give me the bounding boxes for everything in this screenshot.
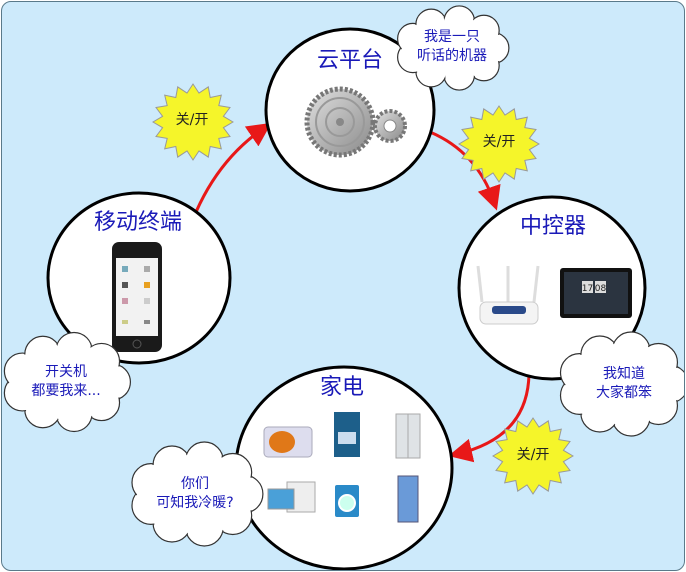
speech-bubble-appliances: 你们可知我冷暖? <box>156 475 233 513</box>
signal-label: 关/开 <box>516 447 550 463</box>
cloud-bubble-shape <box>131 441 264 547</box>
air-conditioner-icon <box>397 475 419 523</box>
bubble-line: 听话的机器 <box>417 48 487 64</box>
stove-icon <box>334 412 360 457</box>
tablet-minute: 08 <box>595 284 607 294</box>
bubble-line: 大家都笨 <box>596 385 652 401</box>
bubble-line: 可知我冷暖? <box>156 495 234 511</box>
gears-icon <box>304 86 407 158</box>
signal-label: 关/开 <box>175 112 209 128</box>
node-title-mobile: 移动终端 <box>93 210 183 235</box>
bubble-line: 都要我来... <box>31 383 101 399</box>
router-icon <box>476 265 540 325</box>
starburst-shape <box>152 83 234 161</box>
arrow-controller-to-appliances <box>448 369 531 463</box>
signal-label: 关/开 <box>482 134 516 150</box>
bubble-line: 我是一只 <box>424 29 480 45</box>
computer-icon <box>267 481 316 513</box>
node-controller <box>457 195 647 381</box>
bubble-line: 我知道 <box>603 366 645 382</box>
smartphone-icon <box>112 242 162 352</box>
washer-icon <box>335 485 359 517</box>
starburst-shape <box>458 105 540 183</box>
cloud-bubble-shape <box>559 331 684 437</box>
bubble-line: 你们 <box>181 476 209 492</box>
fridge-icon <box>395 413 421 459</box>
starburst-shape <box>492 417 574 495</box>
node-title-controller: 中控器 <box>519 214 587 239</box>
node-title-cloud-platform: 云平台 <box>316 48 384 73</box>
cloud-bubble-shape <box>3 331 132 433</box>
bubble-line: 开关机 <box>44 364 87 380</box>
microwave-icon <box>263 426 313 458</box>
speech-bubble-cloud: 我是一只听话的机器 <box>417 28 487 66</box>
speech-bubble-controller: 我知道大家都笨 <box>596 365 652 403</box>
tablet-hour: 17 <box>582 284 593 294</box>
cloud-bubble-shape <box>397 5 510 91</box>
node-title-appliances: 家电 <box>319 375 365 400</box>
tablet-icon: 17 08 <box>560 268 632 318</box>
speech-bubble-mobile: 开关机都要我来... <box>31 363 100 401</box>
